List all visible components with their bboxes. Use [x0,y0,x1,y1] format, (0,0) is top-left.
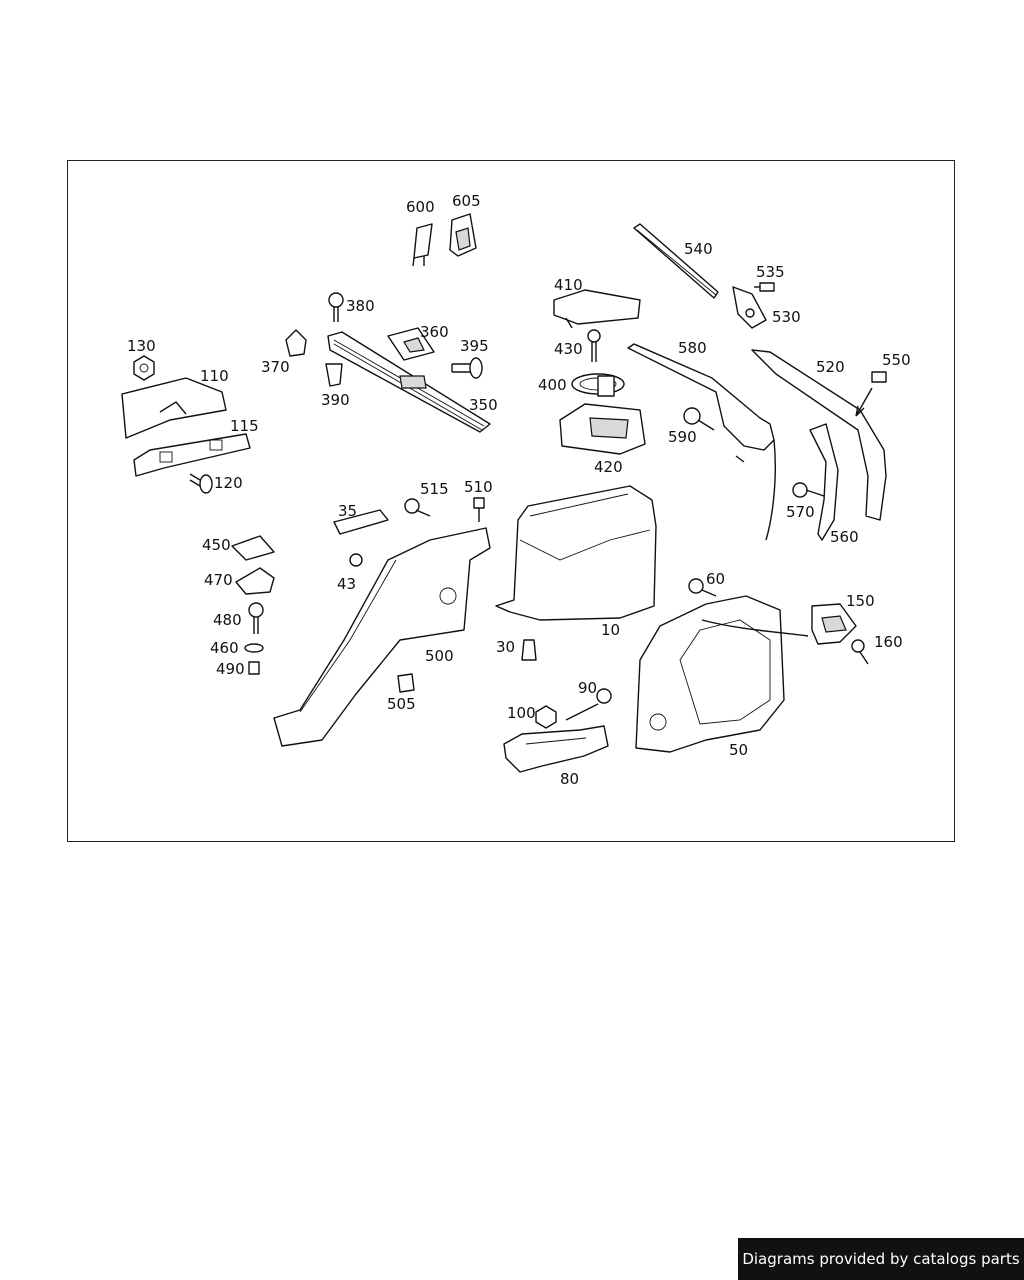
callout-410: 410 [554,276,583,294]
callout-60: 60 [706,570,725,588]
callout-50: 50 [729,741,748,759]
callout-100: 100 [507,704,536,722]
part-150-latch [811,603,857,645]
callout-90: 90 [578,679,597,697]
callout-10: 10 [601,621,620,639]
callout-400: 400 [538,376,567,394]
part-35-handle [333,509,389,535]
part-600-bracket [412,223,433,267]
callout-550: 550 [882,351,911,369]
callout-130: 130 [127,337,156,355]
callout-530: 530 [772,308,801,326]
part-370-clip [285,329,307,357]
part-505-clip [397,673,415,693]
callout-480: 480 [213,611,242,629]
part-480-bolt [248,602,264,634]
part-30-clip [521,639,537,661]
callout-115: 115 [230,417,259,435]
callout-560: 560 [830,528,859,546]
callout-540: 540 [684,240,713,258]
callout-490: 490 [216,660,245,678]
part-120-screw [189,473,213,494]
callout-520: 520 [816,358,845,376]
callout-150: 150 [846,592,875,610]
part-430-screw [587,329,601,362]
part-110-panel [121,377,227,439]
part-515-screw [404,498,431,517]
callout-350: 350 [469,396,498,414]
part-580-trim [627,343,776,541]
diagram-frame [67,160,955,842]
part-590-screw [683,407,715,431]
part-360-cover [387,327,435,361]
callout-380: 380 [346,297,375,315]
callout-35: 35 [338,502,357,520]
callout-43: 43 [337,575,356,593]
part-50-wheel-housing [635,595,809,753]
callout-535: 535 [756,263,785,281]
part-510-bolt [473,497,485,522]
callout-470: 470 [204,571,233,589]
callout-450: 450 [202,536,231,554]
callout-420: 420 [594,458,623,476]
callout-390: 390 [321,391,350,409]
part-43-clip [349,553,363,567]
part-130-nut [133,355,155,381]
part-550-clip [855,371,887,417]
part-460-washer [244,643,264,653]
callout-370: 370 [261,358,290,376]
callout-500: 500 [425,647,454,665]
callout-505: 505 [387,695,416,713]
part-530-hinge [732,286,767,329]
part-350-sill-panel [327,331,491,433]
part-60-screw [688,578,717,597]
callout-605: 605 [452,192,481,210]
callout-120: 120 [214,474,243,492]
part-395-screw [451,357,483,379]
part-500-side-panel [273,527,491,747]
footer-credit: Diagrams provided by catalogs parts [738,1238,1024,1280]
part-470-cover [235,567,275,595]
part-10-trunk-panel [495,485,657,621]
part-380-screw [328,292,344,322]
part-540-strip [633,223,719,299]
part-160-screw [851,639,869,665]
callout-590: 590 [668,428,697,446]
callout-510: 510 [464,478,493,496]
part-560-trim [809,423,839,541]
callout-labels: 600 605 540 535 530 410 380 360 395 370 … [127,192,911,788]
callout-600: 600 [406,198,435,216]
part-80-bracket [503,725,609,773]
part-570-screw [792,482,825,498]
part-90-grommet [565,688,612,721]
callout-430: 430 [554,340,583,358]
callout-395: 395 [460,337,489,355]
part-450-plate [231,535,275,561]
callout-360: 360 [420,323,449,341]
part-490-spacer [248,661,260,675]
callout-460: 460 [210,639,239,657]
callout-580: 580 [678,339,707,357]
part-390-clip [325,363,343,387]
part-115-strip [133,433,251,477]
part-100-nut [535,705,557,729]
callout-570: 570 [786,503,815,521]
callout-30: 30 [496,638,515,656]
part-420-tray [559,403,646,455]
part-400-ring [571,373,625,397]
callout-110: 110 [200,367,229,385]
callout-80: 80 [560,770,579,788]
part-520-trim [751,349,887,521]
part-535-pin [754,282,775,292]
part-410-panel [553,289,641,329]
callout-515: 515 [420,480,449,498]
part-605-cover [449,213,477,257]
callout-160: 160 [874,633,903,651]
